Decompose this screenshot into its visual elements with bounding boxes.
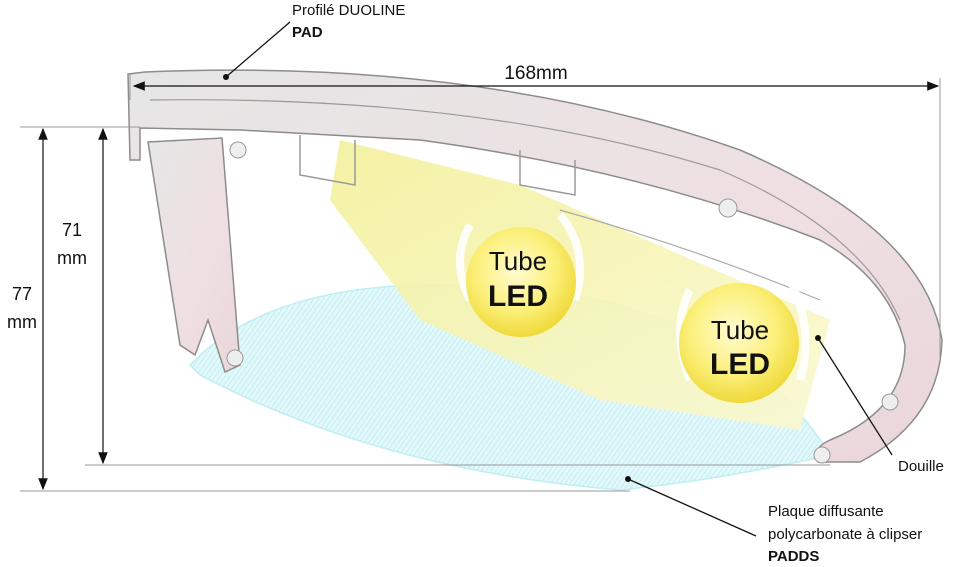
profile-left-wall (147, 137, 241, 374)
led-tube-2 (679, 283, 799, 403)
profile-inner-rail (559, 209, 821, 301)
profile-name-label: Profilé DUOLINE (292, 2, 405, 19)
diffuser-label-line2: polycarbonate à clipser (768, 526, 922, 543)
profile-inner-rail (149, 99, 901, 321)
outer-height-unit: mm (7, 312, 37, 332)
inner-height-value: 71 (62, 220, 82, 240)
tube1-label-line2: LED (488, 280, 548, 313)
width-dimension-label: 168mm (504, 63, 567, 84)
tube2-label-line1: Tube (711, 315, 769, 345)
socket-clip (456, 212, 584, 302)
outer-height-value: 77 (12, 284, 32, 304)
profile-inner-rail (299, 135, 356, 186)
profile-leader-line (225, 21, 291, 78)
inner-height-unit: mm (57, 248, 87, 268)
tube1-label-line1: Tube (489, 246, 547, 276)
tube2-label-line2: LED (710, 348, 770, 381)
profile-code-label: PAD (292, 24, 323, 41)
profile-inner-rail (519, 150, 576, 196)
diffuser-leader-line (627, 478, 757, 537)
led-tube-1 (466, 227, 576, 337)
socket-leader-line (817, 337, 893, 456)
diffuser-label-line1: Plaque diffusante (768, 503, 884, 520)
socket-label: Douille (898, 458, 944, 475)
diffuser-code-label: PADDS (768, 548, 819, 565)
